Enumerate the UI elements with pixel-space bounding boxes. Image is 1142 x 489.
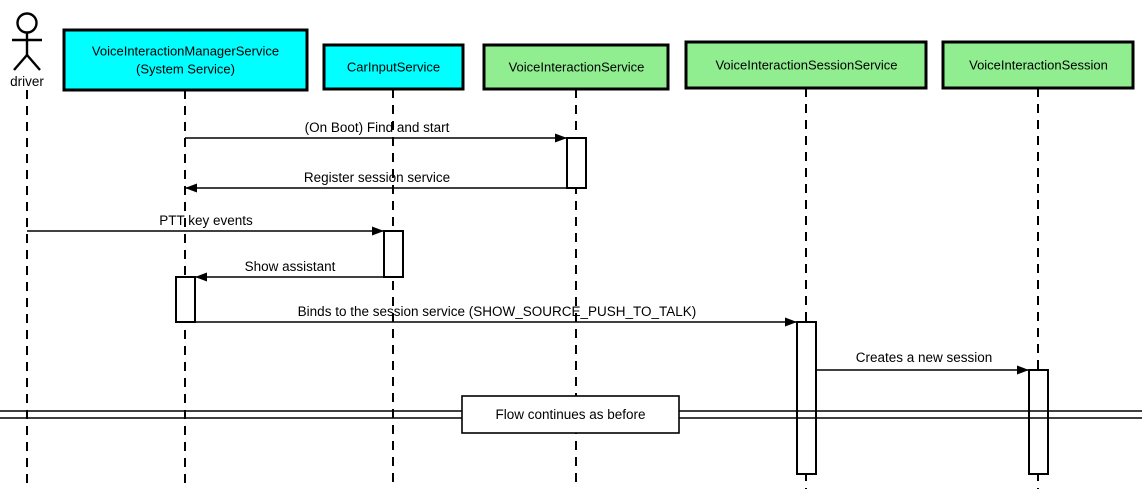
- participant-label-voice-interaction-session: VoiceInteractionSession: [969, 57, 1108, 72]
- flow-continues-divider: Flow continues as before: [0, 395, 1142, 434]
- activation-bars-group: [175, 137, 1049, 475]
- message-register-session-service[interactable]: Register session service: [185, 170, 567, 193]
- participant-label-vims-line2: (System Service): [136, 61, 235, 76]
- message-label-creates-new-session: Creates a new session: [856, 350, 993, 365]
- message-find-and-start[interactable]: (On Boot) Find and start: [185, 120, 567, 143]
- message-label-show-assistant: Show assistant: [245, 259, 336, 274]
- message-label-find-and-start: (On Boot) Find and start: [305, 120, 450, 135]
- activation-session-create: [1028, 369, 1049, 475]
- message-label-ptt-key-events: PTT key events: [159, 213, 253, 228]
- participant-voice-interaction-session-service[interactable]: VoiceInteractionSessionService: [684, 40, 928, 90]
- participant-label-car-input-service: CarInputService: [347, 59, 440, 74]
- divider-note-box: [461, 395, 680, 434]
- participant-vims[interactable]: VoiceInteractionManagerService (System S…: [62, 28, 309, 92]
- activation-car-input-service-ptt: [383, 230, 404, 278]
- divider-note-label: Flow continues as before: [495, 407, 645, 422]
- actor-left-leg-line: [13, 54, 28, 71]
- participant-box-vims[interactable]: [62, 28, 309, 92]
- message-binds-to-session-service[interactable]: Binds to the session service (SHOW_SOURC…: [176, 304, 797, 327]
- activation-vims-show-assistant: [175, 276, 196, 323]
- message-creates-new-session[interactable]: Creates a new session: [816, 350, 1029, 375]
- message-show-assistant[interactable]: Show assistant: [195, 259, 384, 282]
- participant-voice-interaction-session[interactable]: VoiceInteractionSession: [941, 40, 1135, 90]
- activation-voice-interaction-service-boot: [566, 137, 587, 189]
- participant-voice-interaction-service[interactable]: VoiceInteractionService: [482, 43, 670, 91]
- actor-head-icon: [16, 12, 38, 34]
- activation-session-service-bind: [796, 321, 817, 475]
- participant-label-voice-interaction-service: VoiceInteractionService: [509, 59, 645, 74]
- message-label-register-session-service: Register session service: [304, 170, 450, 185]
- participant-box-car-input-service[interactable]: [322, 43, 465, 91]
- message-label-binds-to-session-service: Binds to the session service (SHOW_SOURC…: [298, 304, 697, 319]
- participant-box-voice-interaction-service[interactable]: [482, 43, 670, 91]
- actor-driver[interactable]: driver: [10, 12, 44, 90]
- participant-box-voice-interaction-session[interactable]: [941, 40, 1135, 90]
- participant-box-voice-interaction-session-service[interactable]: [684, 40, 928, 90]
- participant-car-input-service[interactable]: CarInputService: [322, 43, 465, 91]
- participant-label-vims-line1: VoiceInteractionManagerService: [92, 43, 279, 58]
- message-ptt-key-events[interactable]: PTT key events: [27, 213, 384, 236]
- actor-label: driver: [10, 74, 44, 89]
- participant-label-voice-interaction-session-service: VoiceInteractionSessionService: [715, 57, 897, 72]
- actor-right-leg-line: [26, 54, 41, 71]
